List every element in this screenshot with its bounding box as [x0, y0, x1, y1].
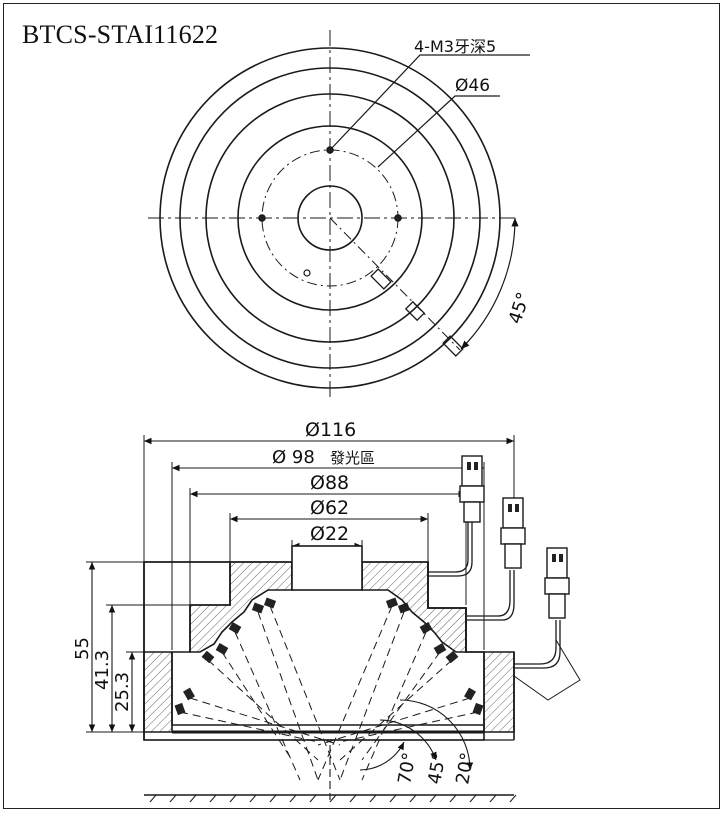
- cable-axis: [329, 217, 461, 351]
- pcd-callout: Ø46: [455, 76, 490, 96]
- cables: [428, 520, 581, 701]
- angle-label-45: 45°: [424, 751, 450, 786]
- dim-label-25-3: 25.3: [112, 672, 133, 712]
- body-section-left: [143, 651, 173, 733]
- dim-label-41-3: 41.3: [92, 650, 113, 690]
- angle-arc: [460, 217, 519, 350]
- emitting-area-label: 發光區: [330, 449, 375, 467]
- pcd-callout-leader: [377, 95, 500, 168]
- side-view: [86, 435, 581, 803]
- angle-arc-70: [359, 741, 405, 771]
- angle-label-20: 20°: [452, 751, 478, 786]
- cable-clamp: [370, 268, 392, 290]
- thread-hole: [394, 214, 402, 222]
- center-stub: [291, 545, 363, 591]
- dim-label-55: 55: [72, 637, 93, 660]
- cable-clamp: [442, 335, 464, 357]
- dim-label-116: Ø116: [305, 419, 356, 441]
- dim-label-88: Ø88: [310, 472, 349, 494]
- led-beams: [179, 605, 479, 781]
- dim-label-62: Ø62: [310, 497, 349, 519]
- model-number-title: BTCS-STAI11622: [22, 20, 219, 49]
- angle-label-70: 70°: [394, 751, 420, 786]
- led-emitters: [174, 597, 484, 716]
- drawing-frame: [3, 3, 720, 809]
- body-section-upper-left: [189, 561, 293, 653]
- body-section-right: [483, 651, 515, 733]
- small-hole: [303, 269, 311, 277]
- thread-hole: [258, 214, 266, 222]
- angle-label: 45°: [505, 290, 535, 327]
- connectors: [459, 455, 570, 619]
- top-view: [148, 30, 530, 398]
- cable-clamp: [404, 300, 426, 322]
- thread-callout-leader: [329, 54, 530, 151]
- dim-label-22: Ø22: [310, 523, 349, 545]
- angle-arc-45: [379, 719, 437, 761]
- dim-label-98: Ø 98: [272, 447, 315, 468]
- angle-arc-20: [399, 699, 474, 771]
- thread-callout: 4-M3牙深5: [414, 37, 496, 56]
- ground-hatch: [149, 794, 517, 803]
